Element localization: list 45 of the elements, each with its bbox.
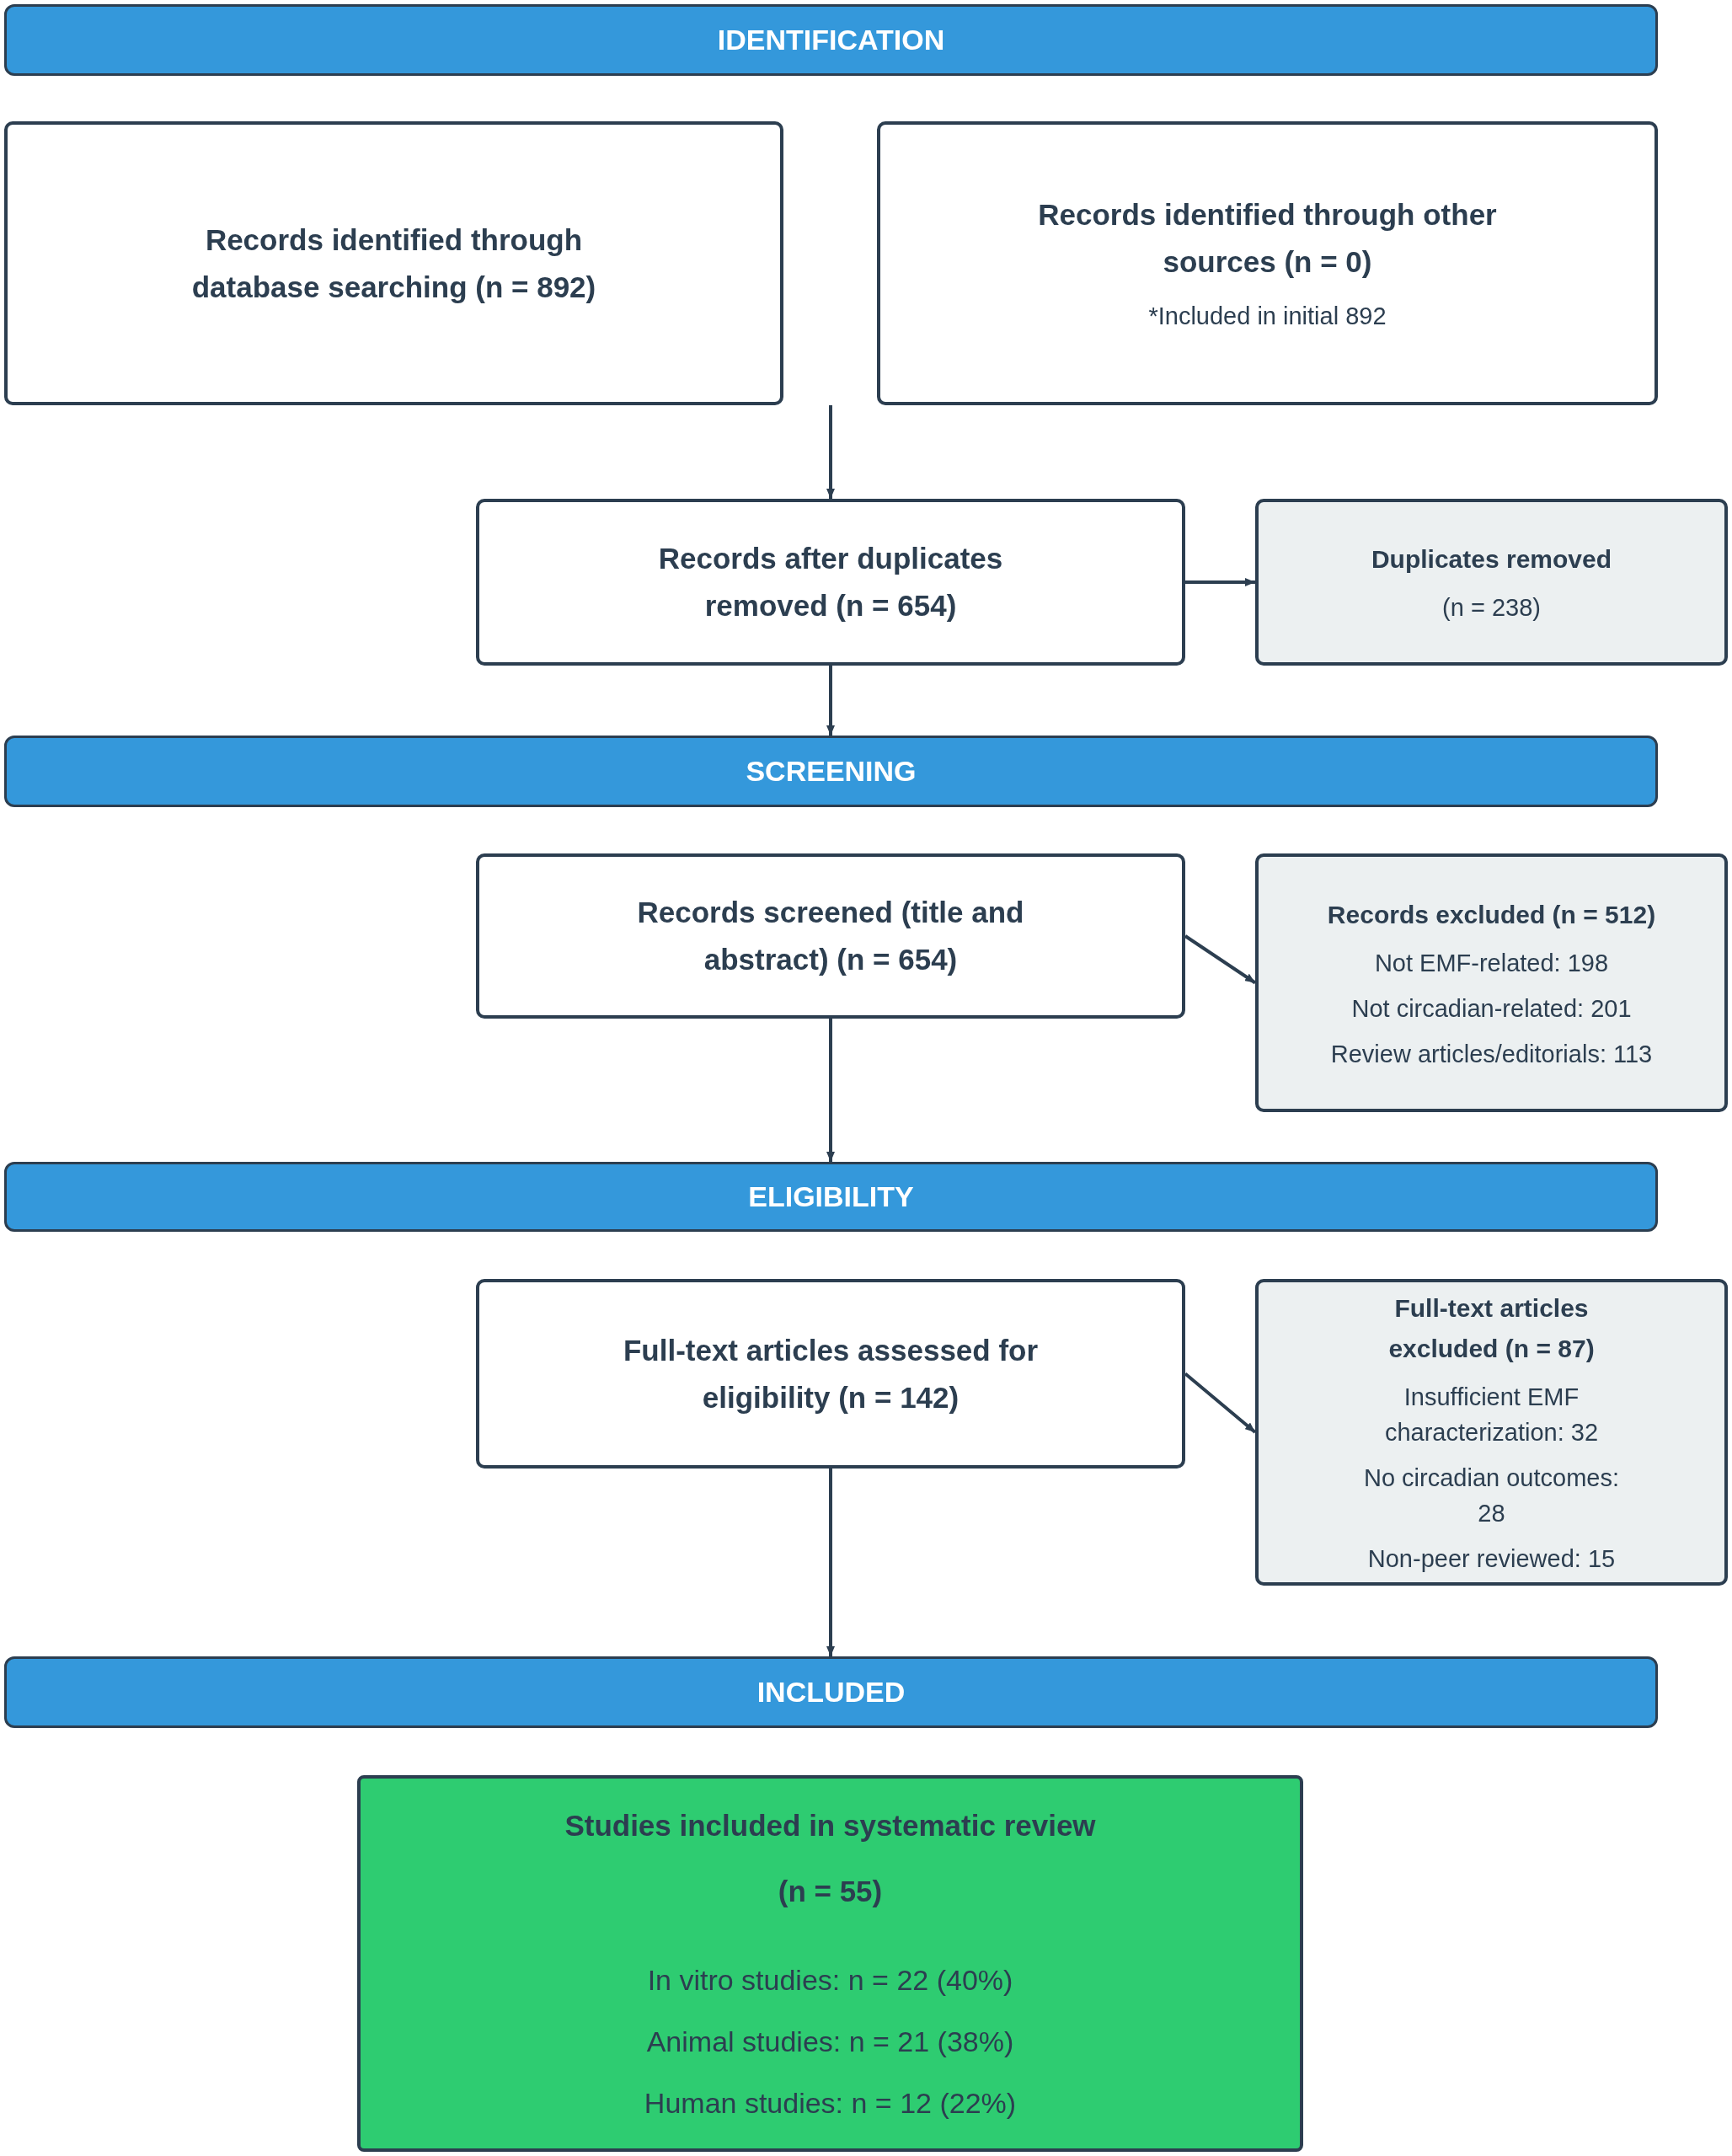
exclusion-box [1255, 1279, 1728, 1586]
stage-banner [4, 736, 1658, 807]
arrow [1184, 1372, 1257, 1434]
arrow [1184, 934, 1257, 985]
box-detail: Human studies: n = 12 (22%) [644, 2086, 1017, 2121]
box-heading: Duplicates removed [1371, 544, 1612, 575]
box-heading: Records after duplicates removed (n = 654) [657, 541, 1004, 623]
arrow [826, 405, 835, 499]
arrow [826, 1019, 835, 1162]
box-detail: Non-peer reviewed: 15 [1367, 1544, 1616, 1574]
process-box [4, 121, 783, 405]
box-detail: Animal studies: n = 21 (38%) [646, 2025, 1014, 2059]
box-heading: Full-text articles assessed for eligibility (n = 142) [622, 1332, 1040, 1415]
box-heading: Records identified through database searching (n = 892) [190, 222, 597, 305]
arrow [826, 1469, 835, 1656]
arrow [826, 666, 835, 736]
box-heading: Full-text articles excluded (n = 87) [1387, 1293, 1596, 1364]
process-box [476, 1279, 1185, 1469]
box-detail: Not circadian-related: 201 [1351, 993, 1632, 1024]
result-box [357, 1775, 1303, 2152]
box-detail: *Included in initial 892 [1148, 301, 1387, 331]
box-detail: In vitro studies: n = 22 (40%) [647, 1963, 1013, 1998]
process-box [877, 121, 1658, 405]
box-heading: Records identified through other sources (n = 0) [1037, 196, 1498, 280]
box-heading: (n = 55) [778, 1874, 883, 1909]
stage-title: SCREENING [746, 754, 917, 789]
stage-banner [4, 1656, 1658, 1728]
box-detail: (n = 238) [1442, 593, 1541, 623]
arrow [1185, 578, 1255, 586]
stage-title: INCLUDED [756, 1675, 906, 1709]
stage-banner [4, 1162, 1658, 1232]
exclusion-box [1255, 499, 1728, 666]
box-heading: Studies included in systematic review [564, 1808, 1096, 1843]
box-detail: Not EMF-related: 198 [1374, 948, 1609, 978]
stage-title: IDENTIFICATION [717, 23, 945, 57]
box-heading: Records excluded (n = 512) [1327, 899, 1656, 930]
process-box [476, 499, 1185, 666]
box-heading: Records screened (title and abstract) (n = 654) [636, 895, 1025, 977]
exclusion-box [1255, 853, 1728, 1112]
stage-title: ELIGIBILITY [748, 1180, 914, 1214]
box-detail: Insufficient EMF characterization: 32 [1383, 1383, 1600, 1447]
process-box [476, 853, 1185, 1019]
box-detail: No circadian outcomes: 28 [1363, 1463, 1620, 1528]
stage-banner [4, 4, 1658, 76]
box-detail: Review articles/editorials: 113 [1330, 1039, 1653, 1069]
